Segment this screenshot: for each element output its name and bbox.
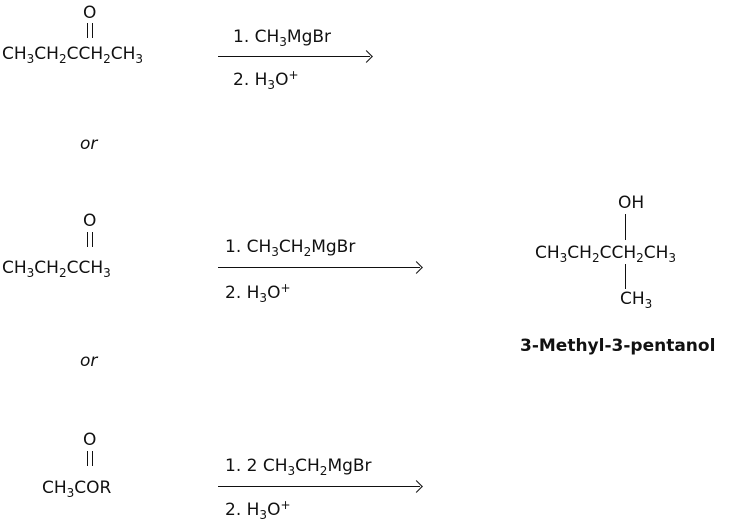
- reagent-step-2: 2. H3O+: [225, 281, 291, 305]
- reagent-step-1: 1. CH3MgBr: [233, 27, 332, 49]
- product-name: 3-Methyl-3-pentanol: [520, 336, 716, 356]
- carbonyl-oxygen-2: O: [83, 211, 97, 231]
- reactant-ester: CH3COR: [42, 478, 112, 500]
- double-bond-line-1a: [87, 23, 89, 38]
- reagent-step-2: 2. H3O+: [233, 68, 299, 92]
- double-bond-line-3a: [87, 451, 89, 466]
- reaction-arrow-2: [218, 267, 420, 269]
- carbonyl-oxygen-3: O: [83, 430, 97, 450]
- reactant-3-pentanone: CH3CH2CCH2CH3: [2, 44, 144, 66]
- reactant-2-butanone: CH3CH2CCH3: [2, 258, 111, 280]
- product-hydroxyl: OH: [618, 193, 645, 213]
- or-separator-2: or: [80, 351, 98, 371]
- product-bond-methyl: [625, 264, 627, 289]
- product-chain: CH3CH2CCH2CH3: [535, 243, 677, 265]
- double-bond-line-2a: [87, 232, 89, 247]
- double-bond-line-3b: [92, 451, 94, 466]
- product-bond-oh: [625, 214, 627, 240]
- product-methyl: CH3: [620, 289, 653, 311]
- reagent-step-1: 1. 2 CH3CH2MgBr: [225, 456, 372, 478]
- reagent-step-2: 2. H3O+: [225, 498, 291, 522]
- carbonyl-oxygen-1: O: [83, 3, 97, 23]
- double-bond-line-1b: [92, 23, 94, 38]
- or-separator-1: or: [80, 134, 98, 154]
- reaction-arrow-3: [218, 486, 420, 488]
- double-bond-line-2b: [92, 232, 94, 247]
- reaction-arrow-1: [218, 56, 370, 58]
- reagent-step-1: 1. CH3CH2MgBr: [225, 237, 356, 259]
